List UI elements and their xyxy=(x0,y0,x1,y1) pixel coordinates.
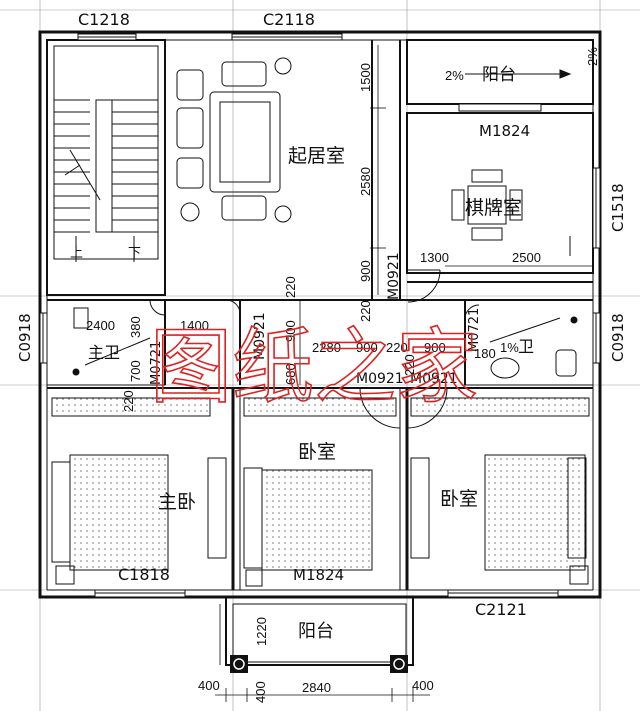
dim-220-b: 220 xyxy=(358,300,373,322)
dimension-lines xyxy=(215,45,593,702)
stair-down-label: 下 xyxy=(128,246,141,261)
columns xyxy=(230,655,408,673)
window-c1818: C1818 xyxy=(118,565,170,584)
column-rings xyxy=(233,658,405,670)
room-bath: 卫 xyxy=(518,337,534,356)
room-mahjong: 棋牌室 xyxy=(465,197,522,219)
dim-1400: 1400 xyxy=(180,318,209,333)
room-master-bedroom: 主卧 xyxy=(158,491,196,513)
dim-220-a: 220 xyxy=(283,276,298,298)
bed-master xyxy=(51,397,227,585)
window-labels: C1218 C2118 C1518 C0918 C0918 C1818 C212… xyxy=(16,10,627,619)
dim-900-d: 900 xyxy=(424,340,446,355)
door-m1824-top: M1824 xyxy=(479,122,530,140)
dim-2400: 2400 xyxy=(86,318,115,333)
sofa-set xyxy=(176,57,292,223)
door-m0921-d: M0921 xyxy=(410,371,458,387)
room-living: 起居室 xyxy=(288,145,345,167)
stair-up-label: 上 xyxy=(70,246,83,261)
dim-220-e: 220 xyxy=(402,354,417,376)
window-c0918-left: C0918 xyxy=(16,313,34,362)
dim-1220: 1220 xyxy=(254,617,269,646)
room-balcony-bottom: 阳台 xyxy=(298,621,334,642)
bath-fixtures xyxy=(72,307,578,379)
dim-220-c: 220 xyxy=(121,390,136,412)
slope-arrows xyxy=(84,69,572,366)
dim-900-c: 900 xyxy=(356,340,378,355)
window-c2121: C2121 xyxy=(475,600,527,619)
windows xyxy=(39,33,601,598)
door-m0921-c: M0921 xyxy=(356,371,404,387)
watermark: 图纸之家 xyxy=(150,320,478,415)
dim-1500: 1500 xyxy=(358,63,373,92)
window-c1218: C1218 xyxy=(78,10,130,29)
dim-2580: 2580 xyxy=(358,167,373,196)
room-labels: 起居室 阳台 棋牌室 主卫 卫 主卧 卧室 卧室 阳台 xyxy=(88,65,534,642)
dim-180: 180 xyxy=(474,346,496,361)
door-m0721-a: M0721 xyxy=(149,341,164,385)
window-c0918-right: C0918 xyxy=(609,313,627,362)
slope-right-edge: 2% xyxy=(585,47,600,66)
dim-2280: 2280 xyxy=(312,340,341,355)
door-labels: M1824 M1824 M0921 M0921 M0921 M0921 M072… xyxy=(149,122,530,584)
bed-right xyxy=(410,397,590,585)
window-c1518: C1518 xyxy=(609,183,627,232)
dim-900-b: 900 xyxy=(283,320,298,342)
room-bedroom-right: 卧室 xyxy=(440,488,478,510)
dim-400-a: 400 xyxy=(198,678,220,693)
dim-2840: 2840 xyxy=(302,680,331,695)
dimension-labels: 1500 2580 900 1300 2500 220 220 900 680 … xyxy=(86,63,541,703)
bed-middle xyxy=(243,397,397,587)
doors xyxy=(149,269,480,429)
dim-900-v: 900 xyxy=(358,260,373,282)
slope-balcony: 2% xyxy=(445,68,464,83)
dim-380: 380 xyxy=(128,316,143,338)
dim-700: 700 xyxy=(128,360,143,382)
annotation-labels: 上 下 2% 1% 2% xyxy=(70,47,600,355)
window-c2118: C2118 xyxy=(263,10,315,29)
dim-400-c: 400 xyxy=(412,678,434,693)
dim-2500: 2500 xyxy=(512,250,541,265)
dim-1300: 1300 xyxy=(420,250,449,265)
dim-400-b: 400 xyxy=(253,681,268,703)
dim-220-d: 220 xyxy=(386,340,408,355)
dim-680: 680 xyxy=(283,363,298,385)
room-balcony-top: 阳台 xyxy=(482,65,516,85)
room-master-bath: 主卫 xyxy=(88,343,120,362)
door-m0721-b: M0721 xyxy=(467,308,482,352)
door-m0921-a: M0921 xyxy=(386,252,402,300)
staircase xyxy=(54,99,158,262)
door-m1824-bottom: M1824 xyxy=(293,566,344,584)
room-bedroom-middle: 卧室 xyxy=(298,441,336,463)
door-m0921-b: M0921 xyxy=(252,312,268,360)
slope-bath: 1% xyxy=(500,340,519,355)
card-table xyxy=(451,169,523,241)
